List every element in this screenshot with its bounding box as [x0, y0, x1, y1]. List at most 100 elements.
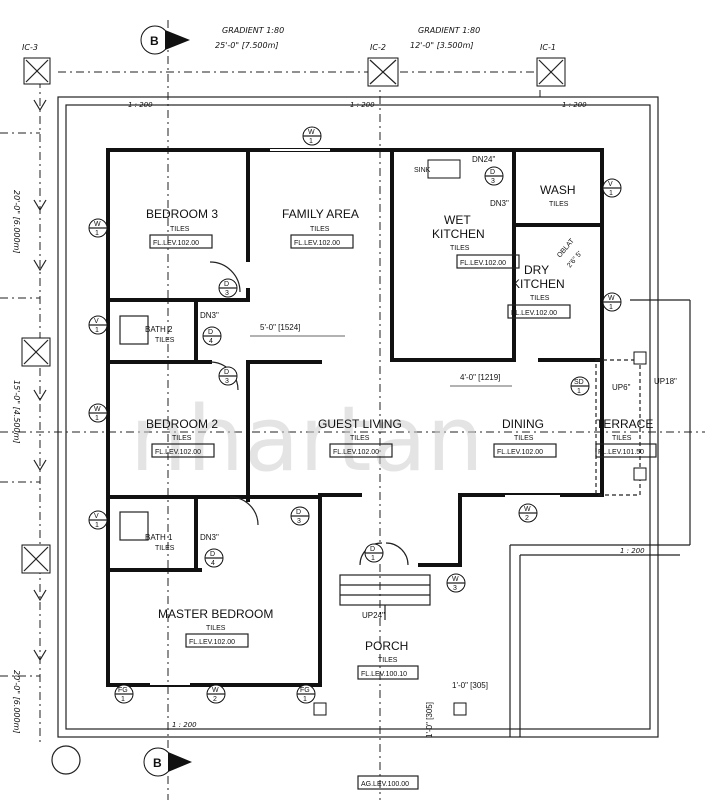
svg-text:IC-2: IC-2	[370, 43, 386, 52]
tag-w2-dining: W2	[518, 503, 538, 523]
svg-text:D: D	[370, 546, 375, 553]
svg-text:1: 1	[95, 327, 99, 334]
room-master-bedroom: MASTER BEDROOM TILES FL.LEV.102.00	[158, 607, 273, 648]
gradient-labels: GRADIENT 1:80 25'-0" [7.500m] GRADIENT 1…	[215, 26, 480, 50]
room-wash-name: WASH	[540, 183, 576, 197]
svg-text:1 : 200: 1 : 200	[350, 101, 375, 109]
tag-w1-dry-kitchen: W1	[602, 292, 622, 312]
tag-d3-wet-kitchen: D3	[484, 166, 504, 186]
tag-fg-right: FG1	[296, 684, 316, 704]
oblat-dim: 2'6" 5'	[566, 250, 583, 269]
svg-text:V: V	[94, 513, 99, 520]
inspection-chamber-left-1	[21, 337, 51, 367]
svg-text:SD: SD	[574, 379, 584, 386]
svg-text:D: D	[490, 169, 495, 176]
left-dim-1: 20'-0" [6.000m]	[12, 190, 21, 254]
svg-text:1 : 200: 1 : 200	[620, 547, 645, 555]
tag-v-wash: V1	[602, 178, 622, 198]
room-bedroom2-level: FL.LEV.102.00	[155, 449, 201, 456]
room-porch: PORCH TILES FL.LEV.100.10	[357, 639, 419, 680]
svg-text:IC-1: IC-1	[540, 43, 556, 52]
svg-text:V: V	[608, 181, 613, 188]
room-bedroom2-name: BEDROOM 2	[146, 417, 218, 431]
sink-fixture	[427, 159, 461, 179]
porch-steps	[339, 574, 431, 620]
svg-text:1: 1	[95, 415, 99, 422]
tag-fg-left: FG 1	[114, 684, 134, 704]
room-bedroom3-name: BEDROOM 3	[146, 207, 218, 221]
section-marker-bottom: B	[143, 747, 192, 777]
svg-text:D: D	[208, 329, 213, 336]
tag-d3-bedroom2: D3	[218, 366, 238, 386]
up6-label: UP6"	[612, 383, 631, 392]
inspection-chamber-ic3: IC-3	[22, 43, 51, 85]
room-dry-kitchen-name2: KITCHEN	[512, 277, 565, 291]
inspection-chamber-ic2: IC-2	[367, 43, 399, 87]
room-bedroom3-level: FL.LEV.102.00	[153, 240, 199, 247]
svg-text:IC-3: IC-3	[22, 43, 38, 52]
tag-d4-bath1: D4	[204, 548, 224, 568]
room-dry-kitchen-name1: DRY	[524, 263, 549, 277]
room-bedroom2: BEDROOM 2 TILES FL.LEV.102.00	[146, 417, 218, 458]
tag-d4-bath2: D4	[202, 326, 222, 346]
terrace-column-bottom	[633, 467, 647, 481]
dn3-label-bath2: DN3"	[200, 311, 219, 320]
room-wash-finish: TILES	[549, 201, 569, 208]
room-guest-living: GUEST LIVING TILES FL.LEV.102.00	[318, 417, 402, 458]
room-wet-kitchen-level: FL.LEV.102.00	[460, 260, 506, 267]
room-master-level: FL.LEV.102.00	[189, 639, 235, 646]
room-bath1-name: BATH 1	[145, 533, 173, 542]
room-bath2-finish: TILES	[155, 337, 175, 344]
room-dry-kitchen-level: FL.LEV.102.00	[511, 310, 557, 317]
room-family-finish: TILES	[310, 226, 330, 233]
left-dimensions: 20'-0" [6.000m] 15'-0" [4.500m] 20'-0" […	[12, 190, 21, 734]
tags: W1 W1 W1 W1 W2 W2 W3 D3 D3 D4 D3 D3 D4 D…	[88, 126, 622, 704]
room-dining-level: FL.LEV.102.00	[497, 449, 543, 456]
manhole-circle	[51, 745, 81, 775]
svg-text:D: D	[210, 551, 215, 558]
ag-level-label: AG.LEV.100.00	[361, 781, 409, 788]
svg-text:W: W	[524, 506, 531, 513]
room-porch-finish: TILES	[378, 657, 398, 664]
dn24-label: DN24"	[472, 155, 495, 164]
tag-d3-master: D3	[290, 506, 310, 526]
room-terrace-level: FL.LEV.101.50	[598, 449, 644, 456]
inspection-chamber-left-2	[21, 544, 51, 574]
svg-text:1: 1	[609, 190, 613, 197]
svg-text:4: 4	[209, 338, 213, 345]
dn3-label-bath1: DN3"	[200, 533, 219, 542]
terrace-outline	[595, 359, 641, 496]
tag-v-bath1: V1	[88, 510, 108, 530]
svg-text:4: 4	[211, 560, 215, 567]
svg-text:3: 3	[297, 518, 301, 525]
dim-4ft: 4'-0" [1219]	[460, 373, 500, 382]
svg-text:1: 1	[371, 555, 375, 562]
drain-arrows	[33, 99, 47, 662]
left-dim-2: 15'-0" [4.500m]	[12, 380, 21, 444]
svg-text:W: W	[308, 129, 315, 136]
section-marker-top: B	[140, 25, 190, 55]
svg-text:W: W	[212, 687, 219, 694]
annotations: DN24" DN3" DN3" DN3" 5'-0" [1524] 4'-0" …	[200, 155, 677, 790]
room-bath1: BATH 1 TILES	[119, 511, 175, 552]
svg-text:1: 1	[121, 696, 125, 703]
room-porch-name: PORCH	[365, 639, 408, 653]
room-bedroom3-finish: TILES	[170, 226, 190, 233]
svg-text:W: W	[94, 221, 101, 228]
room-wet-kitchen-name2: KITCHEN	[432, 227, 485, 241]
svg-text:1: 1	[303, 696, 307, 703]
svg-text:1 : 200: 1 : 200	[562, 101, 587, 109]
svg-text:B: B	[150, 34, 159, 48]
svg-text:1: 1	[309, 138, 313, 145]
room-wet-kitchen-finish: TILES	[450, 245, 470, 252]
svg-text:W: W	[608, 295, 615, 302]
gradient-right-label: GRADIENT 1:80	[418, 26, 480, 35]
inspection-chamber-ic1: IC-1	[536, 43, 566, 87]
svg-text:FG: FG	[118, 687, 128, 694]
room-master-finish: TILES	[206, 625, 226, 632]
room-guest-name: GUEST LIVING	[318, 417, 402, 431]
slope-labels: 1 : 200 1 : 200 1 : 200 1 : 200 1 : 200	[128, 101, 645, 729]
dn3-label-kitchen: DN3"	[490, 199, 509, 208]
room-bath2-name: BATH 2	[145, 325, 173, 334]
